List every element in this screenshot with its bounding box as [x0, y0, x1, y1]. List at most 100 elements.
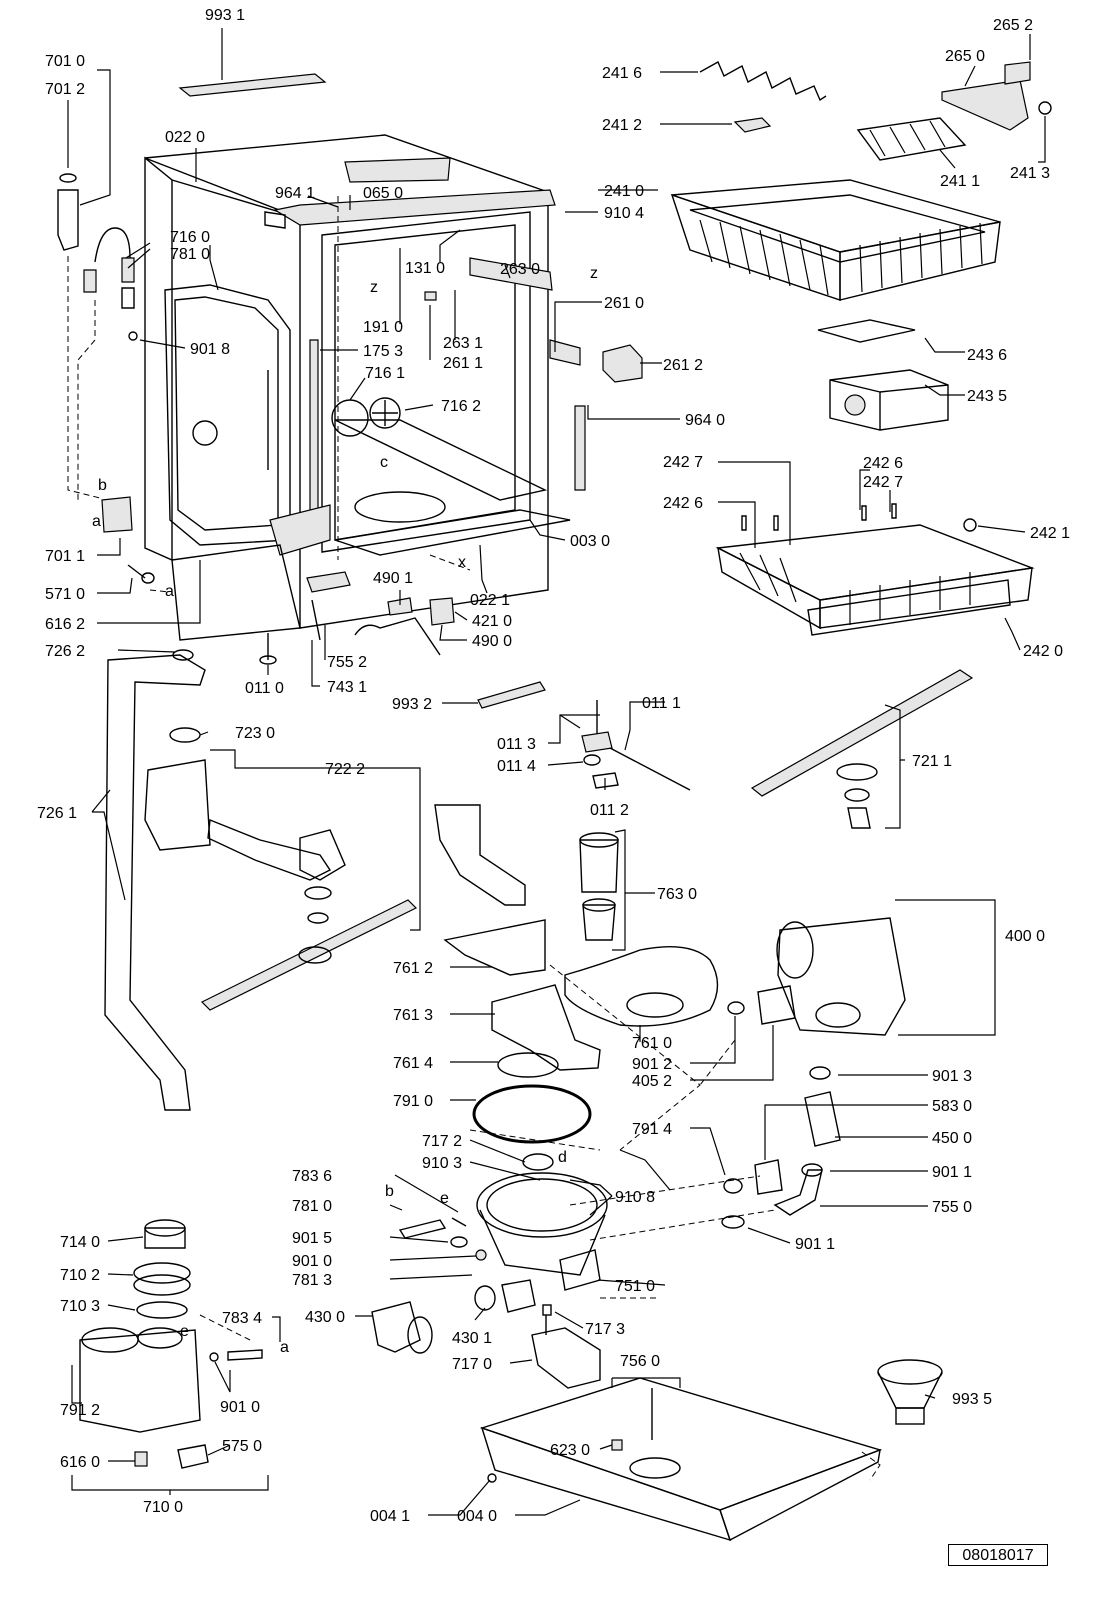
part-base-plate	[479, 1377, 883, 1542]
label-0111: 011 1	[642, 695, 681, 712]
label-4300: 430 0	[305, 1309, 345, 1326]
label-7161: 716 1	[365, 365, 405, 382]
label-7261: 726 1	[37, 805, 77, 822]
label-4900: 490 0	[472, 633, 512, 650]
label-7552: 755 2	[327, 654, 367, 671]
part-drain-pump	[371, 1301, 433, 1354]
label-2427a: 242 7	[663, 454, 703, 471]
part-inlet-hoses	[57, 173, 138, 341]
label-4500: 450 0	[932, 1130, 972, 1147]
label-2420: 242 0	[1023, 643, 1063, 660]
label-0221: 022 1	[470, 592, 510, 609]
label-0040: 004 0	[457, 1508, 497, 1525]
label-2426b: 242 6	[663, 495, 703, 512]
label-0114: 011 4	[497, 758, 536, 775]
label-5830: 583 0	[932, 1098, 972, 1115]
letter-z-2: z	[590, 265, 598, 282]
label-9641: 964 1	[275, 185, 315, 202]
part-cup-rack	[856, 117, 967, 161]
label-7010: 701 0	[45, 53, 85, 70]
label-2650: 265 0	[945, 48, 985, 65]
label-9640: 964 0	[685, 412, 725, 429]
label-1910: 191 0	[363, 319, 403, 336]
part-wrench	[477, 681, 546, 709]
letter-a-1: a	[92, 513, 101, 530]
label-0041: 004 1	[370, 1508, 410, 1525]
label-7510: 751 0	[615, 1278, 655, 1295]
label-9104: 910 4	[604, 205, 644, 222]
label-9011a: 901 1	[932, 1164, 972, 1181]
label-7222: 722 2	[325, 761, 365, 778]
part-lower-basket	[715, 503, 1035, 636]
label-4000: 400 0	[1005, 928, 1045, 945]
part-filter-cylinders	[579, 832, 619, 941]
label-0650: 065 0	[363, 185, 403, 202]
label-2427b: 242 7	[863, 474, 903, 491]
label-2435: 243 5	[967, 388, 1007, 405]
label-7914: 791 4	[632, 1121, 672, 1138]
part-top-strip	[178, 73, 327, 97]
letter-e-2: e	[180, 1323, 189, 1340]
document-number: 08018017	[948, 1544, 1048, 1566]
label-7610: 761 0	[632, 1035, 672, 1052]
label-7810a: 781 0	[170, 246, 210, 263]
label-9013: 901 3	[932, 1068, 972, 1085]
label-7173: 717 3	[585, 1321, 625, 1338]
letter-z-1: z	[370, 279, 378, 296]
label-4210: 421 0	[472, 613, 512, 630]
label-7550: 755 0	[932, 1199, 972, 1216]
label-2610: 261 0	[604, 295, 644, 312]
reference-letters: z z c x b a a d e b e a	[92, 265, 598, 1356]
label-6162: 616 2	[45, 616, 85, 633]
letter-e-1: e	[440, 1190, 449, 1207]
label-0110: 011 0	[245, 680, 284, 697]
label-7170: 717 0	[452, 1356, 492, 1373]
label-4901: 490 1	[373, 570, 413, 587]
part-lower-spray-arm	[144, 727, 418, 1011]
label-9108: 910 8	[615, 1189, 655, 1206]
label-7431: 743 1	[327, 679, 367, 696]
part-cutlery-basket	[817, 319, 949, 431]
label-9011b: 901 1	[795, 1236, 835, 1253]
part-filter-tube	[434, 804, 601, 1078]
label-9015: 901 5	[292, 1230, 332, 1247]
label-7912: 791 2	[60, 1402, 100, 1419]
label-7230: 723 0	[235, 725, 275, 742]
label-7810b: 781 0	[292, 1198, 332, 1215]
part-funnel	[877, 1359, 943, 1425]
label-7140: 714 0	[60, 1234, 100, 1251]
label-6160: 616 0	[60, 1454, 100, 1471]
letter-a-3: a	[280, 1339, 289, 1356]
letter-c: c	[380, 454, 388, 471]
label-2412: 241 2	[602, 117, 642, 134]
part-sump	[476, 1153, 608, 1291]
label-7102: 710 2	[60, 1267, 100, 1284]
label-2630: 263 0	[500, 261, 540, 278]
label-7160: 716 0	[170, 229, 210, 246]
part-heater	[531, 1304, 601, 1389]
label-2413: 241 3	[1010, 165, 1050, 182]
label-5710: 571 0	[45, 586, 85, 603]
label-7262: 726 2	[45, 643, 85, 660]
label-2436: 243 6	[967, 347, 1007, 364]
label-7012: 701 2	[45, 81, 85, 98]
label-2410: 241 0	[604, 183, 644, 200]
label-7834: 783 4	[222, 1310, 262, 1327]
part-flat-filter	[564, 945, 719, 1027]
label-1753: 175 3	[363, 343, 403, 360]
label-2631: 263 1	[443, 335, 483, 352]
label-7836: 783 6	[292, 1168, 332, 1185]
letter-a-2: a	[165, 583, 174, 600]
label-7100: 710 0	[143, 1499, 183, 1516]
part-tub-cabinet	[144, 134, 586, 641]
letter-d: d	[558, 1149, 567, 1166]
part-supply-duct	[104, 649, 206, 1111]
label-7560: 756 0	[620, 1353, 660, 1370]
part-wire-2416	[699, 61, 827, 102]
letter-b-2: b	[385, 1183, 394, 1200]
part-circulation-pump	[727, 917, 906, 1036]
part-sump-fittings	[398, 1217, 536, 1313]
label-7103: 710 3	[60, 1298, 100, 1315]
